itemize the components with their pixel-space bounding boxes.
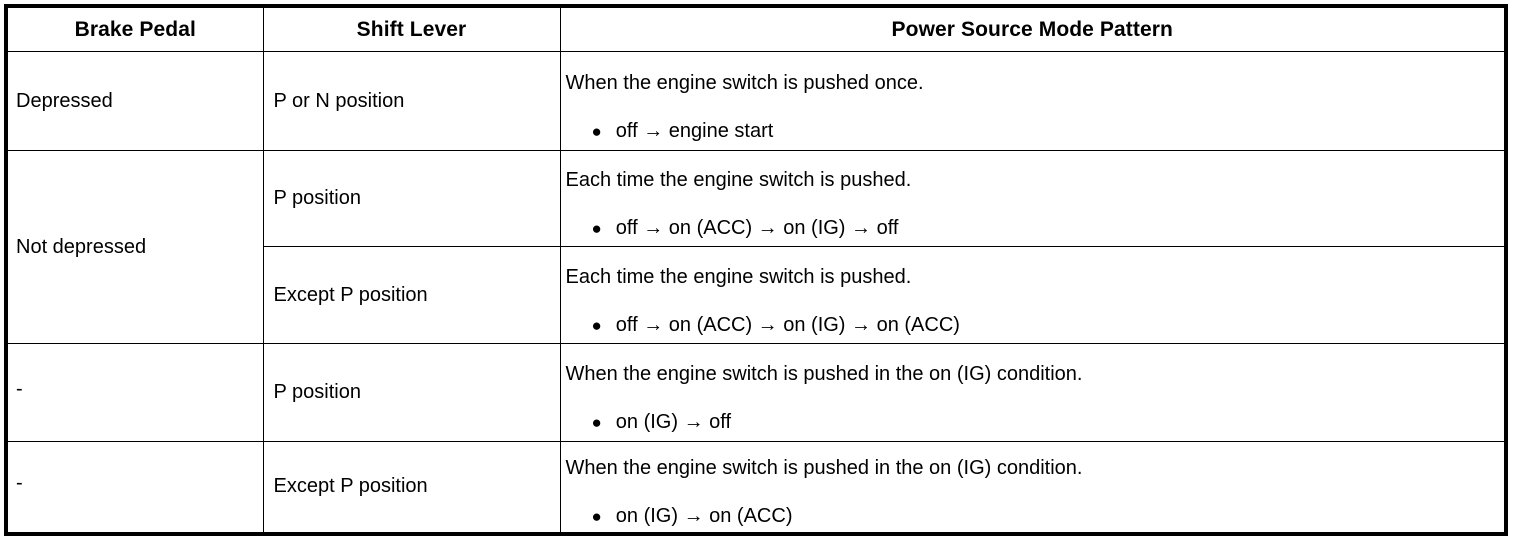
cell-shift-lever-p-position-1: P position: [262, 150, 561, 247]
bullet-icon: ●: [591, 121, 602, 141]
pattern-block: When the engine switch is pushed once. ●…: [561, 61, 1505, 142]
shift-lever-value: Except P position: [273, 283, 428, 306]
cell-pattern-engine-start: When the engine switch is pushed once. ●…: [559, 51, 1507, 151]
shift-lever-value: Except P position: [273, 475, 428, 498]
header-shift-lever-label: Shift Lever: [356, 18, 467, 41]
pattern-sequence: off → on (ACC) → on (IG) → off: [615, 217, 899, 239]
pattern-block: When the engine switch is pushed in the …: [561, 352, 1505, 433]
brake-pedal-value: -: [16, 472, 23, 495]
shift-lever-value: P position: [273, 381, 361, 403]
brake-pedal-value: -: [16, 378, 23, 400]
power-source-mode-table: Brake Pedal Shift Lever Power Source Mod…: [4, 4, 1508, 536]
table-row: - Except P position When the engine swit…: [5, 441, 1507, 534]
bullet-icon: ●: [591, 507, 602, 527]
pattern-sequence: on (IG) → on (ACC): [615, 505, 793, 528]
pattern-condition: Each time the engine switch is pushed.: [565, 265, 912, 288]
brake-pedal-value: Not depressed: [16, 235, 147, 258]
bullet-icon: ●: [591, 315, 602, 335]
table-header-row: Brake Pedal Shift Lever Power Source Mod…: [5, 5, 1507, 52]
header-power-source-mode-pattern: Power Source Mode Pattern: [559, 5, 1507, 52]
pattern-condition: Each time the engine switch is pushed.: [565, 169, 912, 191]
pattern-condition: When the engine switch is pushed once.: [565, 71, 924, 94]
shift-lever-value: P or N position: [273, 89, 405, 112]
header-shift-lever: Shift Lever: [262, 5, 561, 52]
pattern-bullet-item: ● off → on (ACC) → on (IG) → off: [566, 217, 1505, 239]
pattern-bullet-item: ● off → on (ACC) → on (IG) → on (ACC): [566, 314, 1505, 336]
cell-brake-pedal-depressed: Depressed: [5, 51, 264, 151]
header-power-source-mode-pattern-label: Power Source Mode Pattern: [891, 18, 1173, 41]
header-brake-pedal-label: Brake Pedal: [74, 18, 196, 41]
pattern-condition: When the engine switch is pushed in the …: [565, 363, 1083, 385]
pattern-bullet-item: ● on (IG) → off: [566, 411, 1505, 433]
table-body: Depressed P or N position When the engin…: [5, 51, 1507, 534]
table-row: Except P position Each time the engine s…: [6, 246, 1507, 344]
cell-pattern-ig-acc: When the engine switch is pushed in the …: [559, 441, 1507, 534]
cell-brake-pedal-dash-1: -: [5, 343, 264, 442]
power-source-mode-table-container: Brake Pedal Shift Lever Power Source Mod…: [4, 4, 1508, 536]
pattern-sequence: on (IG) → off: [615, 411, 732, 433]
cell-pattern-off-acc-ig-off: Each time the engine switch is pushed. ●…: [559, 150, 1507, 247]
pattern-bullet-item: ● on (IG) → on (ACC): [566, 505, 1505, 527]
cell-shift-lever-p-position-2: P position: [262, 343, 561, 442]
cell-shift-lever-p-or-n: P or N position: [262, 51, 561, 151]
cell-shift-lever-except-p-2: Except P position: [262, 441, 561, 534]
table-row: Depressed P or N position When the engin…: [5, 51, 1507, 151]
cell-brake-pedal-dash-2: -: [5, 441, 264, 534]
pattern-condition: When the engine switch is pushed in the …: [565, 457, 1083, 480]
pattern-sequence: off → engine start: [615, 119, 774, 142]
cell-brake-pedal-not-depressed: Not depressed: [5, 150, 264, 344]
cell-pattern-off-acc-ig-acc: Each time the engine switch is pushed. ●…: [559, 246, 1507, 344]
cell-pattern-ig-off: When the engine switch is pushed in the …: [559, 343, 1507, 442]
cell-shift-lever-except-p-1: Except P position: [262, 246, 561, 344]
brake-pedal-value: Depressed: [16, 89, 113, 112]
pattern-sequence: off → on (ACC) → on (IG) → on (ACC): [615, 313, 960, 336]
table-header: Brake Pedal Shift Lever Power Source Mod…: [5, 5, 1507, 52]
bullet-icon: ●: [591, 413, 602, 432]
pattern-block: Each time the engine switch is pushed. ●…: [561, 255, 1505, 336]
pattern-bullet-item: ● off → engine start: [566, 120, 1505, 142]
header-brake-pedal: Brake Pedal: [5, 5, 264, 52]
table-row: - P position When the engine switch is p…: [5, 343, 1507, 442]
pattern-block: When the engine switch is pushed in the …: [561, 446, 1505, 527]
pattern-block: Each time the engine switch is pushed. ●…: [561, 158, 1505, 239]
table-row: Not depressed P position Each time the e…: [5, 150, 1507, 344]
shift-lever-value: P position: [273, 187, 361, 209]
bullet-icon: ●: [591, 219, 602, 238]
